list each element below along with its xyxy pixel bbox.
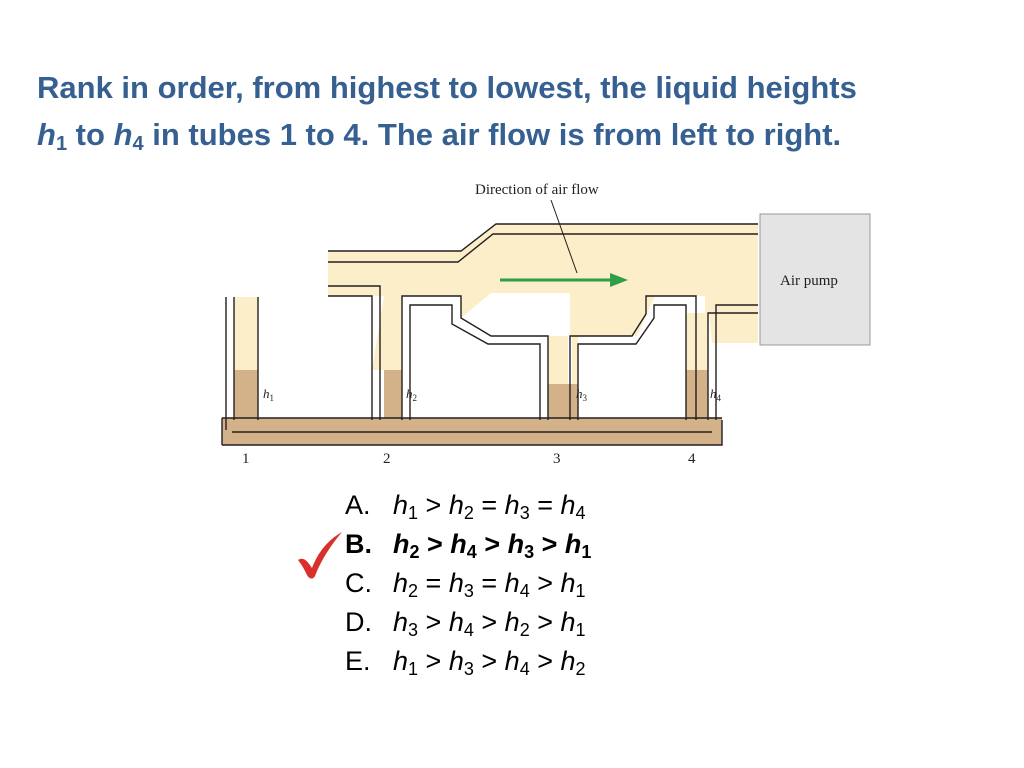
flow-direction-label: Direction of air flow — [475, 182, 599, 198]
tube-number-3: 3 — [553, 451, 561, 467]
option-subscript: 2 — [575, 659, 586, 679]
option-subscript: 3 — [524, 542, 535, 562]
option-operator: > — [473, 607, 505, 637]
option-letter: A. — [345, 490, 371, 520]
question-h4-sub: 4 — [132, 133, 144, 155]
option-subscript: 1 — [408, 659, 419, 679]
tube-number-1: 1 — [242, 451, 250, 467]
option-subscript: 2 — [519, 620, 530, 640]
option-subscript: 3 — [519, 503, 530, 523]
option-subscript: 4 — [463, 620, 474, 640]
option-subscript: 1 — [575, 581, 586, 601]
question-h1-var: h — [37, 117, 56, 152]
option-subscript: 4 — [575, 503, 586, 523]
option-variable: h — [560, 490, 576, 520]
option-operator: > — [476, 529, 508, 559]
answer-option-c[interactable]: C.h2 = h3 = h4 > h1 — [345, 564, 591, 603]
option-variable: h — [448, 490, 464, 520]
question-part1: Rank in order, from highest to lowest, t… — [37, 70, 857, 105]
option-subscript: 1 — [581, 542, 592, 562]
option-subscript: 1 — [575, 620, 586, 640]
option-operator: > — [529, 607, 561, 637]
option-variable: h — [560, 607, 576, 637]
option-variable: h — [393, 646, 409, 676]
question-h1-sub: 1 — [55, 133, 68, 155]
height-label-1: h1 — [263, 386, 274, 403]
air-pump-box — [759, 213, 871, 346]
option-operator: > — [473, 646, 505, 676]
option-operator: > — [418, 607, 449, 637]
option-operator: > — [419, 529, 451, 559]
height-label-3: h3 — [576, 386, 588, 403]
answer-option-e[interactable]: E.h1 > h3 > h4 > h2 — [345, 642, 591, 681]
option-operator: > — [534, 529, 565, 559]
option-operator: = — [473, 568, 505, 598]
option-operator: > — [529, 646, 561, 676]
option-subscript: 4 — [466, 542, 477, 562]
answer-option-d[interactable]: D.h3 > h4 > h2 > h1 — [345, 603, 591, 642]
option-letter: C. — [345, 568, 372, 598]
pipe-walls — [221, 223, 758, 446]
tube-number-4: 4 — [688, 451, 696, 467]
flow-label-leader — [550, 199, 578, 274]
option-subscript: 3 — [463, 659, 474, 679]
option-operator: > — [529, 568, 561, 598]
option-variable: h — [448, 646, 464, 676]
checkmark-icon — [298, 532, 342, 579]
question-text: Rank in order, from highest to lowest, t… — [37, 64, 857, 158]
option-letter: D. — [345, 607, 372, 637]
option-subscript: 2 — [409, 542, 420, 562]
option-variable: h — [393, 490, 409, 520]
option-letter: B. — [345, 529, 372, 559]
option-variable: h — [393, 529, 410, 559]
option-variable: h — [504, 568, 520, 598]
liquid — [222, 370, 722, 445]
option-variable: h — [507, 529, 525, 559]
option-subscript: 1 — [408, 503, 419, 523]
option-variable: h — [450, 529, 467, 559]
option-variable: h — [560, 646, 576, 676]
option-operator: = — [473, 490, 505, 520]
option-subscript: 3 — [463, 581, 474, 601]
option-variable: h — [448, 568, 464, 598]
option-operator: = — [418, 568, 449, 598]
option-subscript: 4 — [519, 581, 530, 601]
airflow-arrow-icon — [500, 273, 628, 287]
air-region — [234, 224, 758, 384]
option-variable: h — [448, 607, 464, 637]
height-label-4: h4 — [710, 386, 722, 403]
option-letter: E. — [345, 646, 371, 676]
option-variable: h — [504, 646, 520, 676]
option-operator: > — [418, 490, 449, 520]
answer-option-a[interactable]: A.h1 > h2 = h3 = h4 — [345, 486, 591, 525]
option-subscript: 2 — [463, 503, 474, 523]
question-part3: in tubes 1 to 4. The air flow is from le… — [143, 117, 842, 152]
option-variable: h — [393, 568, 409, 598]
air-pump-label: Air pump — [780, 273, 838, 289]
option-variable: h — [393, 607, 409, 637]
answer-option-b[interactable]: B.h2 > h4 > h3 > h1 — [345, 525, 591, 564]
option-variable: h — [564, 529, 582, 559]
option-variable: h — [560, 568, 576, 598]
option-variable: h — [504, 607, 520, 637]
height-label-2: h2 — [406, 386, 417, 403]
option-variable: h — [504, 490, 520, 520]
option-subscript: 4 — [519, 659, 530, 679]
option-operator: = — [529, 490, 561, 520]
option-operator: > — [418, 646, 449, 676]
question-part2: to — [67, 117, 114, 152]
option-subscript: 2 — [408, 581, 419, 601]
question-h4-var: h — [113, 117, 133, 152]
tube-number-2: 2 — [383, 451, 391, 467]
option-subscript: 3 — [408, 620, 419, 640]
